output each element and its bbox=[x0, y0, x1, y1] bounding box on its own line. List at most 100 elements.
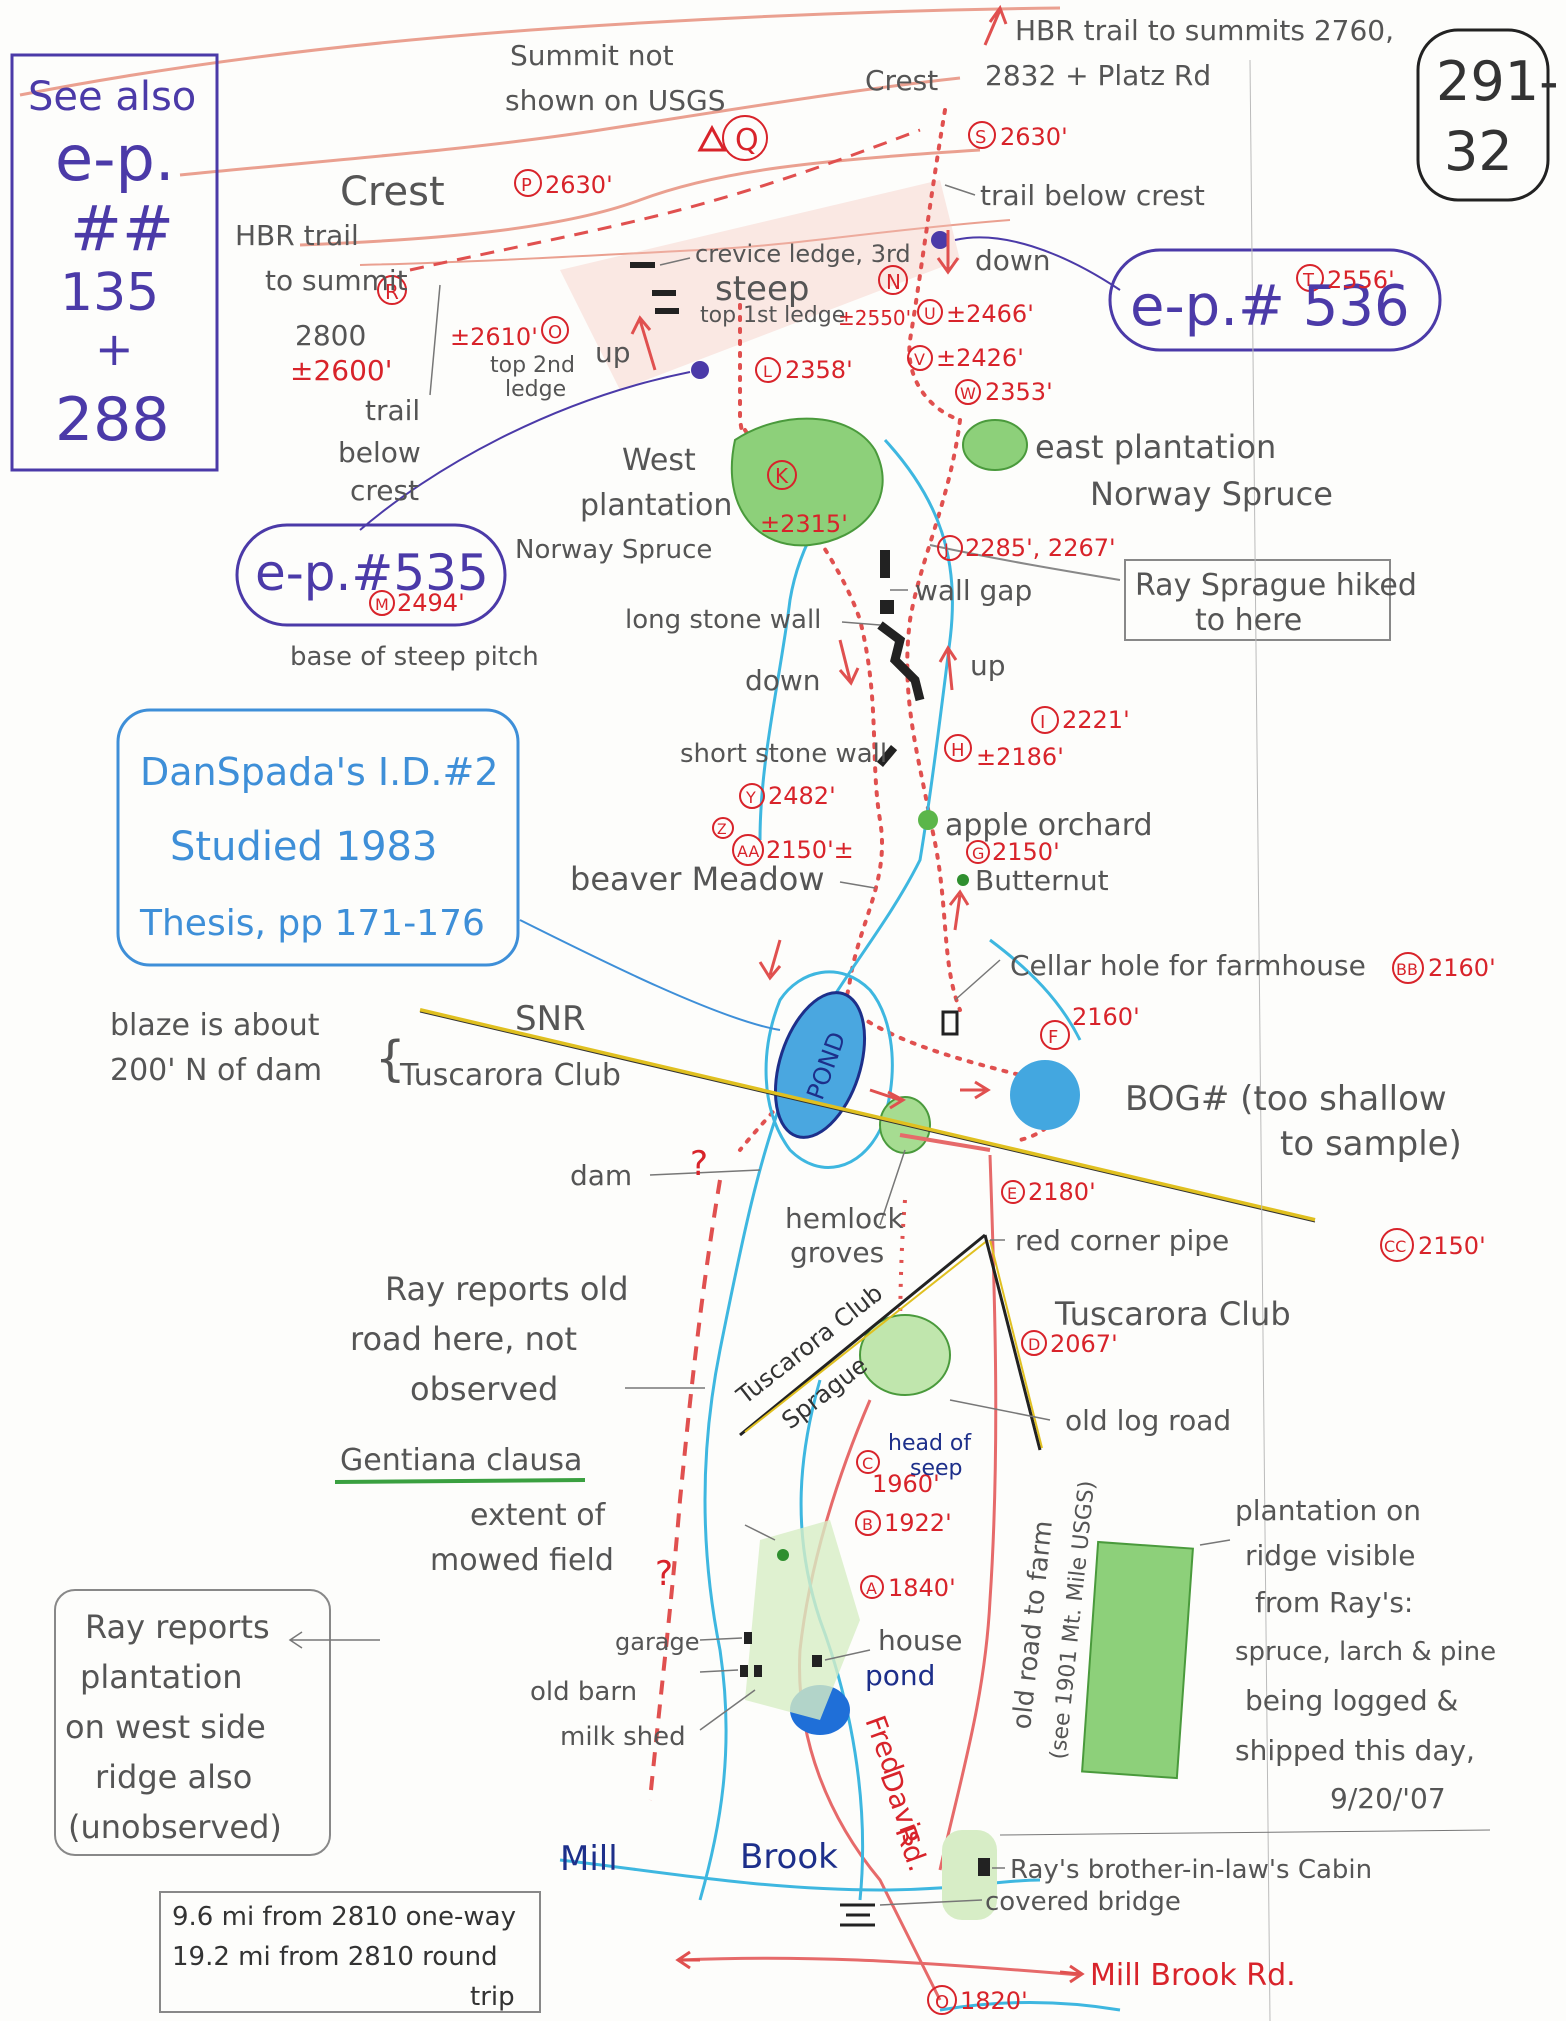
leader-ray-plantation bbox=[288, 1631, 380, 1649]
label-long-stone-wall: long stone wall bbox=[625, 605, 821, 635]
house-building bbox=[812, 1655, 822, 1667]
label-butternut: Butternut bbox=[975, 864, 1109, 897]
label-mill: Mill bbox=[560, 1839, 618, 1879]
waypoint-I-letter: I bbox=[1040, 712, 1045, 733]
waypoint-I-elev: 2221' bbox=[1062, 706, 1130, 734]
label-hemlock2: groves bbox=[790, 1236, 884, 1269]
label-ray-old-road2: road here, not bbox=[350, 1320, 577, 1358]
waypoint-markers bbox=[369, 115, 1424, 2015]
mowed-field bbox=[745, 1520, 860, 1720]
label-milk-shed: milk shed bbox=[560, 1722, 686, 1752]
arrow-mill-brook-right bbox=[1059, 1964, 1085, 1984]
waypoint-L-marker bbox=[755, 357, 781, 383]
label-short-stone-wall: short stone wall bbox=[680, 739, 887, 769]
waypoint-G-elev: 2150' bbox=[992, 838, 1060, 866]
distance-box bbox=[159, 1891, 541, 2013]
arrow-lower-2 bbox=[948, 889, 970, 931]
label-beaver-meadow: beaver Meadow bbox=[570, 860, 825, 898]
wall-segment-1 bbox=[880, 550, 890, 578]
waypoint-D-letter: D bbox=[1028, 1335, 1040, 1354]
waypoint-K-elev: ±2315' bbox=[760, 510, 848, 538]
summit-triangle bbox=[697, 124, 727, 152]
waypoint-AA-letter: AA bbox=[737, 842, 759, 861]
trail-west-mid bbox=[738, 428, 885, 1152]
label-plantation-ridge5: being logged & bbox=[1245, 1684, 1458, 1717]
covered-bridge-symbol bbox=[840, 1903, 875, 1927]
gentiana-underline bbox=[334, 1478, 586, 1484]
label-west-plantation1: West bbox=[622, 443, 696, 478]
butternut-tree bbox=[957, 874, 969, 886]
waypoint-V-elev: ±2426' bbox=[936, 344, 1024, 372]
label-bog1: BOG# (too shallow bbox=[1125, 1079, 1447, 1119]
ep-535-box bbox=[235, 523, 507, 627]
waypoint-O-letter: O bbox=[548, 322, 562, 343]
waypoint-G-marker bbox=[966, 840, 990, 864]
ray-plantation-line2: plantation bbox=[80, 1658, 243, 1696]
waypoint-H-marker bbox=[944, 734, 972, 762]
label-mill-brook-rd: Mill Brook Rd. bbox=[1090, 1958, 1296, 1993]
label-tuscarora-upper: Tuscarora Club bbox=[399, 1058, 621, 1093]
label-hbr-trail-top: HBR trail to summits 2760, bbox=[1015, 14, 1394, 47]
distance-line3: trip bbox=[470, 1982, 515, 2012]
ray-sprague-line1: Ray Sprague hiked bbox=[1135, 568, 1417, 603]
label-up-top: up bbox=[595, 336, 631, 369]
label-apple-orchard: apple orchard bbox=[945, 808, 1153, 843]
label-down-mid: down bbox=[745, 664, 821, 697]
waypoint-P-elev: 2630' bbox=[545, 171, 613, 199]
leader-trail-left bbox=[429, 284, 441, 396]
see-also-heading: See also bbox=[28, 74, 196, 120]
label-trail-below-crest-left2: below bbox=[338, 436, 421, 469]
red-property-line bbox=[899, 1133, 991, 1152]
label-ray-old-road1: Ray reports old bbox=[385, 1270, 629, 1308]
label-trail-below-crest-left1: trail bbox=[365, 394, 420, 427]
east-plantation bbox=[962, 419, 1028, 471]
stream-bog-inlet bbox=[989, 938, 1082, 1041]
ep-535-label: e-p.#535 bbox=[255, 544, 489, 602]
waypoint-K-marker bbox=[767, 460, 797, 490]
leader-ridge-plantation bbox=[1199, 1539, 1231, 1546]
label-blaze-brace: { bbox=[375, 1031, 406, 1087]
waypoint-S-marker bbox=[968, 121, 996, 149]
label-crevice-ledge: crevice ledge, 3rd bbox=[695, 240, 911, 268]
label-hemlock1: hemlock bbox=[785, 1202, 905, 1235]
label-question2: ? bbox=[655, 1554, 673, 1594]
leader-barn bbox=[699, 1669, 739, 1673]
waypoint-F-marker bbox=[1040, 1020, 1070, 1050]
trail-crest-dashed bbox=[409, 128, 921, 272]
waypoint-V-letter: V bbox=[914, 350, 925, 369]
waypoint-C-marker bbox=[856, 1450, 880, 1474]
waypoint-D-elev: 2067' bbox=[1050, 1330, 1118, 1358]
old-road-to-farm bbox=[938, 1154, 998, 1871]
waypoint-Z-marker bbox=[712, 817, 734, 839]
ledge-3 bbox=[655, 308, 679, 314]
waypoint-H-letter: H bbox=[951, 740, 965, 761]
leader-long-wall bbox=[841, 621, 881, 626]
ledge-1 bbox=[630, 262, 655, 268]
sheet-number-line2: 32 bbox=[1444, 120, 1513, 183]
ref-line-right bbox=[1249, 59, 1271, 2021]
label-crest-left: Crest bbox=[340, 169, 445, 215]
leader-trail-crest bbox=[944, 184, 976, 196]
crest-band-lower2 bbox=[299, 148, 981, 247]
gentiana-dot bbox=[777, 1549, 789, 1561]
leader-dam bbox=[649, 1169, 761, 1176]
ridge-plantation bbox=[1081, 1540, 1194, 1780]
old-barn-building-2 bbox=[754, 1665, 762, 1677]
ray-plantation-line1: Ray reports bbox=[85, 1608, 270, 1646]
label-house: house bbox=[878, 1624, 962, 1657]
arrow-down-mid bbox=[838, 639, 860, 686]
waypoint-W-marker bbox=[955, 379, 981, 405]
waypoint-CC-letter: CC bbox=[1384, 1237, 1406, 1256]
label-bog2: to sample) bbox=[1280, 1124, 1462, 1164]
arrow-up-left bbox=[630, 315, 657, 371]
waypoint-Z-letter: Z bbox=[717, 822, 727, 838]
label-down-top: down bbox=[975, 244, 1051, 277]
distance-line1: 9.6 mi from 2810 one-way bbox=[172, 1902, 516, 1932]
old-barn-building bbox=[740, 1665, 748, 1677]
label-plantation-ridge2: ridge visible bbox=[1245, 1539, 1415, 1572]
distance-text: 9.6 mi from 2810 one-way 19.2 mi from 28… bbox=[172, 1902, 516, 2012]
waypoint-O-elev: ±2610' bbox=[450, 323, 538, 351]
waypoint-N-elev: ±2550' bbox=[838, 306, 911, 330]
waypoint-S-elev: 2630' bbox=[1000, 123, 1068, 151]
waypoint-L-elev: 2358' bbox=[785, 356, 853, 384]
